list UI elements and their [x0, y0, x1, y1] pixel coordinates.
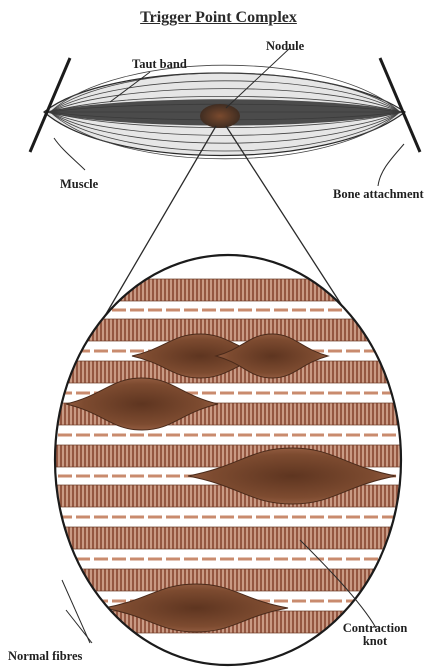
muscle-pointer	[54, 138, 85, 170]
normal-fibres-pointer-2	[66, 610, 92, 643]
label-contraction-knot: Contraction knot	[340, 622, 410, 648]
label-contraction-knot-line2: knot	[363, 634, 387, 648]
fibre-magnification-circle	[40, 250, 420, 668]
label-bone-attachment: Bone attachment	[333, 188, 424, 201]
normal-fibres-pointer-1	[62, 580, 90, 643]
label-nodule: Nodule	[266, 40, 304, 53]
nodule-shape	[200, 104, 240, 128]
label-taut-band: Taut band	[132, 58, 187, 71]
label-muscle: Muscle	[60, 178, 98, 191]
label-normal-fibres: Normal fibres	[8, 650, 82, 663]
bone-attachment-pointer	[378, 144, 404, 186]
label-contraction-knot-line1: Contraction	[343, 621, 408, 635]
